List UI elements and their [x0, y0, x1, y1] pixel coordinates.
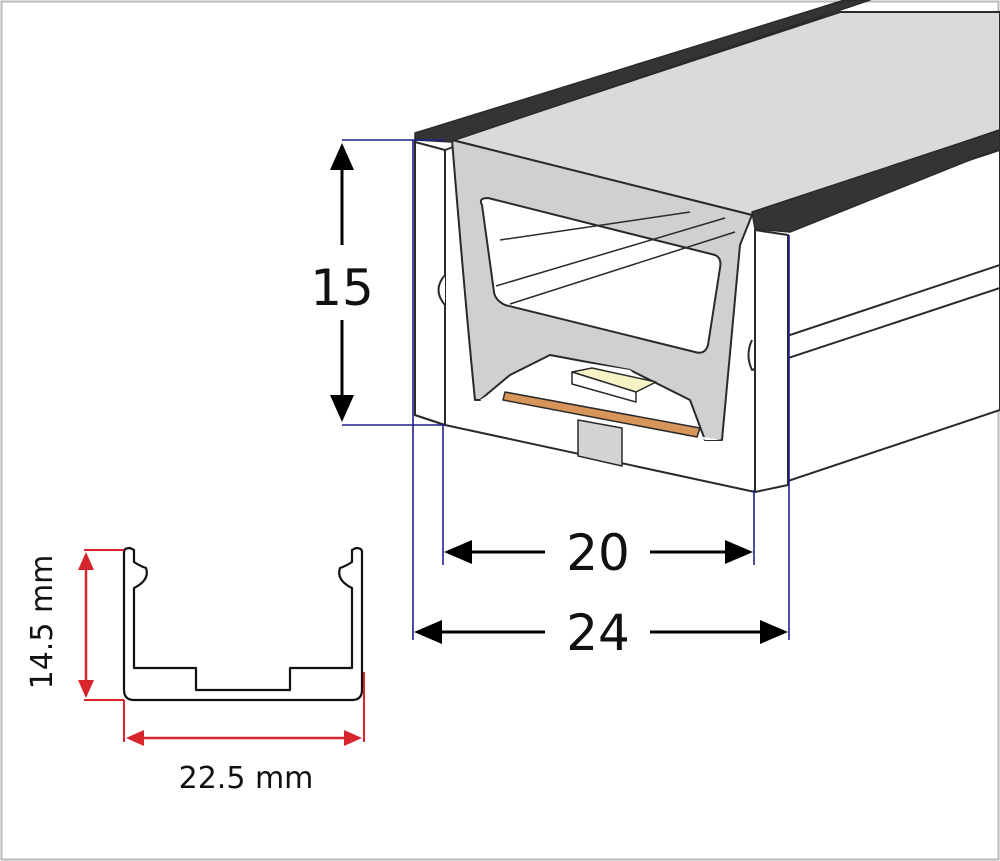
mounting-clip: 14.5 mm 22.5 mm [25, 546, 365, 796]
inner-width-dimension: 20 [444, 524, 753, 582]
profile-front-face [414, 141, 789, 493]
channel-depth-lines [495, 211, 736, 305]
cover-strip-right [751, 129, 1000, 233]
inner-width-label: 20 [566, 524, 630, 582]
height-label: 15 [310, 259, 374, 317]
clip-width-label: 22.5 mm [179, 761, 314, 796]
clip-profile [122, 546, 364, 702]
outer-width-label: 24 [566, 604, 630, 662]
dimension-guides [342, 139, 790, 640]
led-cavity [480, 357, 722, 440]
clip-height-label: 14.5 mm [25, 555, 60, 690]
outer-width-dimension: 24 [414, 604, 788, 662]
height-dimension: 15 [310, 143, 374, 422]
mount-block [577, 419, 623, 467]
led-chip-body [571, 371, 637, 403]
profile-side-groove [747, 264, 1000, 371]
profile-left-notch [437, 274, 446, 306]
led-pcb [502, 391, 701, 438]
led-profile-3d [414, 0, 1000, 493]
